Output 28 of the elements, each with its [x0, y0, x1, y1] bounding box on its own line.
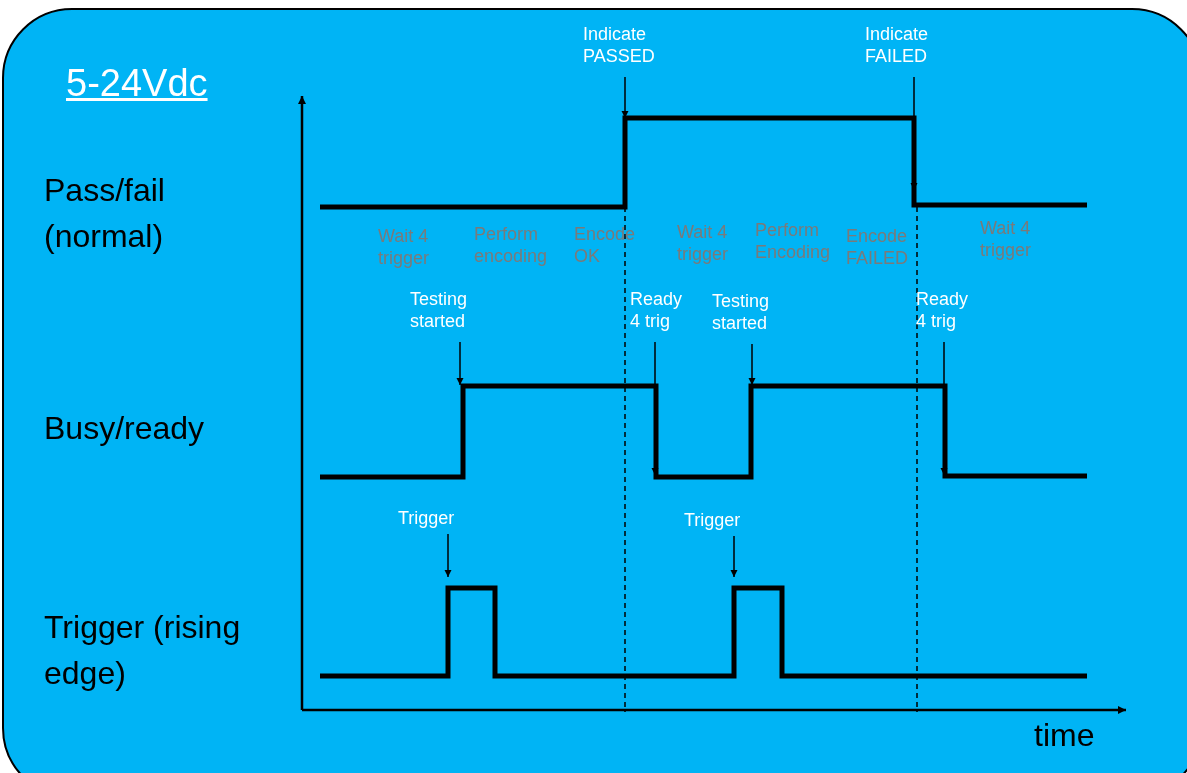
- annotation-text: Ready 4 trig: [630, 289, 690, 333]
- phase-label: Wait 4 trigger: [677, 222, 730, 266]
- leader-arrow: [940, 341, 948, 476]
- signal-name: Busy/ready: [44, 409, 206, 448]
- phase-label: Encode OK: [574, 224, 637, 268]
- annotation-text: Trigger: [398, 508, 498, 530]
- axis-label: time: [1034, 716, 1095, 755]
- phase-label: Wait 4 trigger: [980, 218, 1033, 262]
- signal-name: Trigger (rising edge): [44, 608, 242, 694]
- phase-label: Perform encoding: [474, 224, 549, 268]
- leader-arrow: [748, 343, 756, 386]
- leader-arrow: [910, 76, 918, 191]
- annotation-text: Testing started: [712, 291, 812, 335]
- leader-arrow: [651, 341, 659, 476]
- annotation-text: Indicate PASSED: [583, 24, 683, 68]
- annotation-text: Indicate FAILED: [865, 24, 965, 68]
- annotation-text: Trigger: [684, 510, 784, 532]
- signal-name: Pass/fail (normal): [44, 171, 166, 257]
- title: 5-24Vdc: [66, 64, 208, 102]
- leader-arrow: [456, 341, 464, 386]
- annotation-text: Testing started: [410, 289, 510, 333]
- phase-label: Perform Encoding: [755, 220, 832, 264]
- phase-label: Wait 4 trigger: [378, 226, 431, 270]
- leader-arrow: [730, 535, 738, 578]
- leader-arrow: [444, 533, 452, 578]
- leader-arrow: [621, 76, 629, 119]
- annotation-text: Ready 4 trig: [916, 289, 976, 333]
- phase-label: Encode FAILED: [846, 226, 906, 270]
